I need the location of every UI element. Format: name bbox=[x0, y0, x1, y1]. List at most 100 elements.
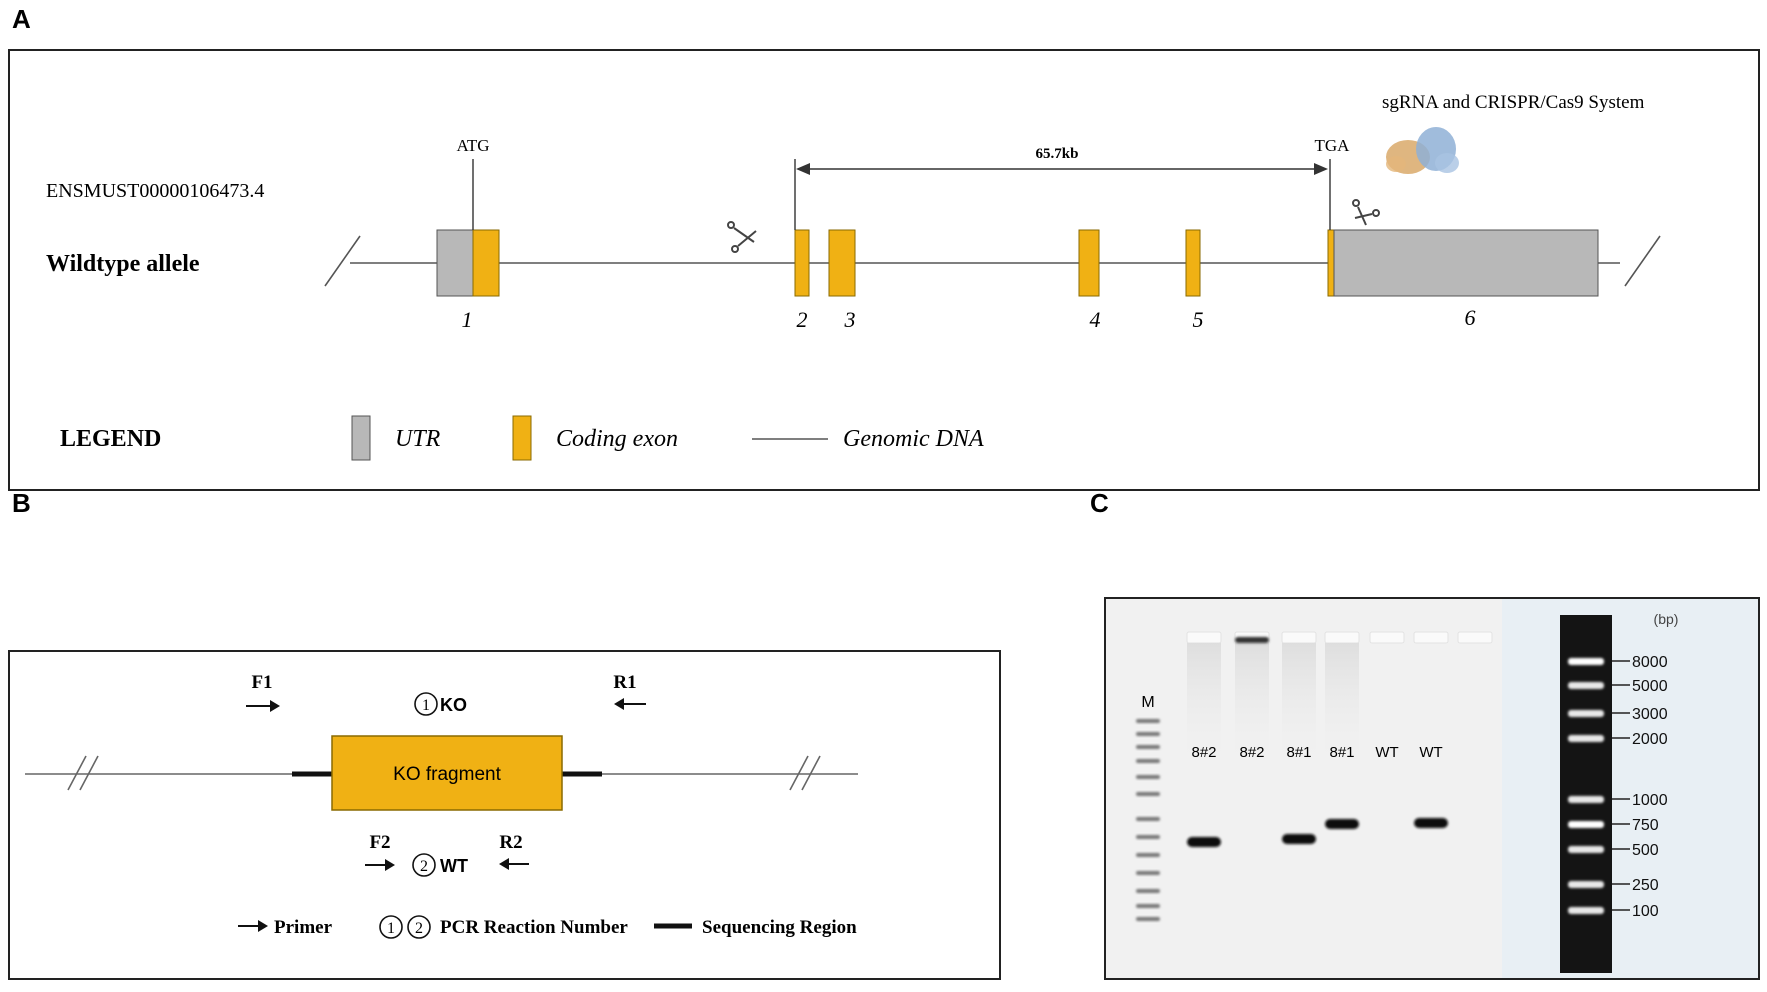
exon-1-coding bbox=[472, 229, 500, 297]
marker-band bbox=[1136, 917, 1160, 921]
legend-primer-label: Primer bbox=[274, 917, 333, 938]
panel-b: F1 R1 1 KO KO fragment F2 R2 2 WT Primer… bbox=[8, 650, 1001, 980]
atg-label: ATG bbox=[456, 136, 489, 155]
exon-6-utr bbox=[1333, 229, 1599, 297]
legend-title: LEGEND bbox=[60, 426, 161, 452]
legend-num-1: 1 bbox=[387, 920, 395, 937]
exon-1-utr bbox=[436, 229, 474, 297]
ladder-label: 3000 bbox=[1632, 706, 1668, 723]
left-break-mark-2 bbox=[79, 755, 99, 791]
gel-well bbox=[1324, 631, 1360, 644]
lane-label-5: WT bbox=[1375, 744, 1398, 761]
lane-label-4: 8#1 bbox=[1329, 744, 1354, 761]
marker-band bbox=[1136, 817, 1160, 821]
exon-3 bbox=[828, 229, 856, 297]
scissors-icon-right bbox=[1352, 199, 1380, 226]
legend-primer-arrow-icon bbox=[238, 920, 268, 932]
lane-label-2: 8#2 bbox=[1239, 744, 1264, 761]
ladder-band bbox=[1568, 821, 1604, 828]
deletion-arrow-left bbox=[796, 163, 810, 175]
cas9-protein-icon bbox=[1386, 127, 1459, 174]
ladder-labels: 8000 5000 3000 2000 1000 750 500 250 100 bbox=[1612, 654, 1668, 920]
ko-fragment-box bbox=[331, 735, 563, 811]
marker-lane-bands bbox=[1136, 719, 1160, 921]
deletion-distance: 65.7kb bbox=[1036, 146, 1079, 162]
ladder-label: 250 bbox=[1632, 877, 1659, 894]
right-break-mark-2 bbox=[801, 755, 821, 791]
legend-circle-1 bbox=[379, 915, 403, 939]
ladder-band bbox=[1568, 846, 1604, 853]
primer-f1-label: F1 bbox=[251, 672, 272, 693]
sample-band bbox=[1187, 837, 1221, 847]
left-break-mark bbox=[324, 235, 361, 287]
primer-r2-arrow-icon bbox=[499, 858, 529, 870]
ladder-label: 500 bbox=[1632, 842, 1659, 859]
exon-number-1: 1 bbox=[462, 307, 473, 332]
ladder-band bbox=[1568, 735, 1604, 742]
ladder-lane bbox=[1560, 615, 1612, 973]
legend-utr-swatch bbox=[351, 415, 371, 461]
marker-band bbox=[1136, 871, 1160, 875]
ladder-band bbox=[1568, 658, 1604, 665]
deletion-arrow-right bbox=[1314, 163, 1328, 175]
pcr-reaction-2-label: WT bbox=[440, 856, 468, 876]
gel-well bbox=[1281, 631, 1317, 644]
primer-f2-arrow-icon bbox=[365, 859, 395, 871]
tga-label: TGA bbox=[1315, 136, 1351, 155]
crispr-system-label: sgRNA and CRISPR/Cas9 System bbox=[1382, 92, 1645, 113]
ladder-band bbox=[1568, 881, 1604, 888]
legend-coding-swatch bbox=[512, 415, 532, 461]
exon-2 bbox=[794, 229, 810, 297]
legend-sequencing-label: Sequencing Region bbox=[702, 917, 857, 938]
gel-well bbox=[1457, 631, 1493, 644]
marker-band bbox=[1136, 745, 1160, 749]
gel-well bbox=[1369, 631, 1405, 644]
gel-band-high bbox=[1235, 637, 1269, 643]
ladder-label: 1000 bbox=[1632, 792, 1668, 809]
gel-well bbox=[1413, 631, 1449, 644]
right-break-mark-1 bbox=[789, 755, 809, 791]
pcr-reaction-2-circle bbox=[412, 853, 436, 877]
scissors-icon-left bbox=[727, 221, 757, 253]
ladder-label: 2000 bbox=[1632, 731, 1668, 748]
ladder-label: 750 bbox=[1632, 817, 1659, 834]
exon-4 bbox=[1078, 229, 1100, 297]
ladder-unit-label: (bp) bbox=[1654, 611, 1679, 627]
marker-band bbox=[1136, 719, 1160, 723]
exon-number-5: 5 bbox=[1193, 307, 1204, 332]
primer-r1-arrow-icon bbox=[614, 698, 646, 710]
sample-band bbox=[1325, 819, 1359, 829]
primer-r2-label: R2 bbox=[499, 832, 522, 853]
panel-c-letter: C bbox=[1090, 488, 1109, 518]
gel-smears bbox=[1187, 637, 1359, 763]
gene-structure-diagram: ENSMUST00000106473.4 Wildtype allele ATG… bbox=[46, 92, 1661, 461]
lane-label-6: WT bbox=[1419, 744, 1442, 761]
panel-b-letter: B bbox=[12, 488, 31, 518]
ladder-bands bbox=[1568, 658, 1604, 914]
ladder-label: 8000 bbox=[1632, 654, 1668, 671]
panel-a-letter: A bbox=[12, 4, 31, 34]
marker-band bbox=[1136, 759, 1160, 763]
right-break-mark bbox=[1624, 235, 1661, 287]
sample-band bbox=[1282, 834, 1316, 844]
ladder-band bbox=[1568, 682, 1604, 689]
primer-f2-label: F2 bbox=[369, 832, 390, 853]
gel-right-background bbox=[1502, 599, 1758, 978]
ladder-band bbox=[1568, 907, 1604, 914]
ko-fragment-label: KO fragment bbox=[393, 764, 501, 785]
lane-label-1: 8#2 bbox=[1191, 744, 1216, 761]
gel-smear bbox=[1187, 643, 1221, 763]
ladder-label: 100 bbox=[1632, 903, 1659, 920]
exon-number-6: 6 bbox=[1465, 305, 1476, 330]
panel-a: ENSMUST00000106473.4 Wildtype allele ATG… bbox=[8, 49, 1760, 491]
gel-well bbox=[1186, 631, 1222, 644]
exon-number-4: 4 bbox=[1090, 307, 1101, 332]
exon-6-coding bbox=[1327, 229, 1335, 297]
legend-circle-2 bbox=[407, 915, 431, 939]
ladder-label: 5000 bbox=[1632, 678, 1668, 695]
exon-5 bbox=[1185, 229, 1201, 297]
marker-band bbox=[1136, 792, 1160, 796]
sample-band bbox=[1414, 818, 1448, 828]
sample-bands bbox=[1187, 818, 1448, 847]
